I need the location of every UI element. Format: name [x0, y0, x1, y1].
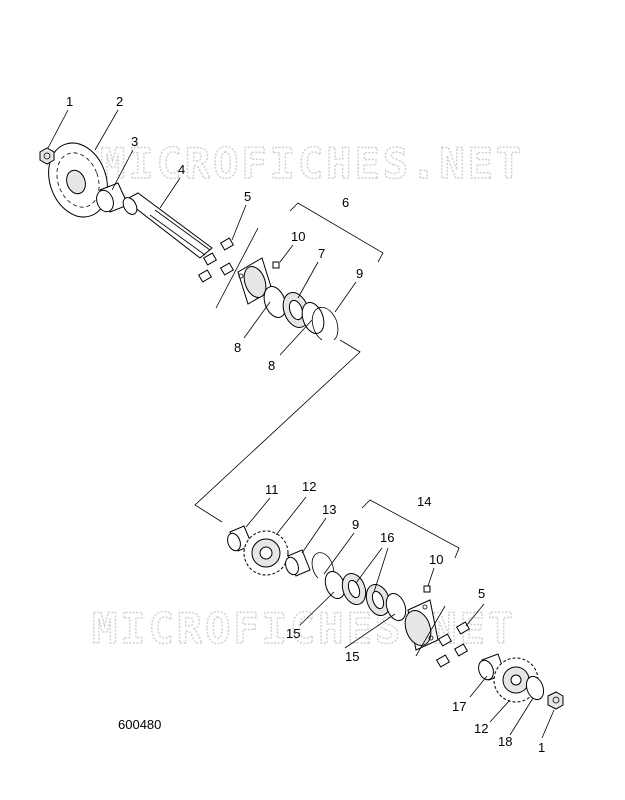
callout-9-top: 9	[356, 266, 363, 281]
watermark-bottom: MICROFICHES.NET	[92, 604, 516, 653]
snap-ring-9a	[311, 307, 339, 341]
callouts: 1 2 3 4 5 6 10 7 9 8 8 11 12 13 9 14 16 …	[66, 94, 545, 755]
callout-12-lower: 12	[474, 721, 488, 736]
callout-5-top: 5	[244, 189, 251, 204]
callout-12-upper: 12	[302, 479, 316, 494]
callout-7: 7	[318, 246, 325, 261]
callout-17: 17	[452, 699, 466, 714]
callout-3: 3	[131, 134, 138, 149]
bearing-16b	[365, 584, 391, 616]
spacer-13	[285, 549, 311, 577]
callout-13: 13	[322, 502, 336, 517]
callout-11: 11	[265, 482, 279, 497]
bracket-14	[361, 499, 460, 559]
connector-line	[194, 339, 361, 523]
bearing-housing-upper	[237, 257, 273, 305]
watermark-top: MICROFICHES.NET	[100, 139, 524, 188]
grease-fitting-lower	[423, 585, 431, 593]
callout-4: 4	[178, 162, 185, 177]
nut-top	[39, 147, 55, 165]
callout-6: 6	[342, 195, 349, 210]
callout-8b: 8	[268, 358, 275, 373]
callout-1-bottom: 1	[538, 740, 545, 755]
bearing-housing-lower	[404, 599, 439, 651]
brake-disc	[48, 142, 108, 218]
callout-18: 18	[498, 734, 512, 749]
callout-14: 14	[417, 494, 431, 509]
bolts-upper	[197, 237, 235, 283]
bracket-6	[289, 202, 384, 263]
callout-8a: 8	[234, 340, 241, 355]
o-ring-15b	[385, 592, 407, 622]
callout-15b: 15	[345, 649, 359, 664]
sprocket-lower	[493, 657, 539, 703]
leader-lines	[47, 109, 555, 739]
shaft	[122, 192, 213, 259]
callout-10-lower: 10	[429, 552, 443, 567]
callout-9-lower: 9	[352, 517, 359, 532]
callout-5-lower: 5	[478, 586, 485, 601]
callout-2: 2	[116, 94, 123, 109]
nut-bottom	[547, 691, 564, 710]
washer-18	[525, 675, 545, 701]
callout-15a: 15	[286, 626, 300, 641]
callout-16: 16	[380, 530, 394, 545]
callout-10-top: 10	[291, 229, 305, 244]
spacer-3	[96, 182, 129, 213]
bolts-lower	[435, 621, 471, 668]
grease-fitting-top	[272, 261, 280, 269]
o-ring-8b	[301, 302, 325, 334]
bearing-16a	[341, 573, 367, 605]
figure-number: 600480	[118, 717, 161, 732]
sprocket-upper	[243, 530, 289, 576]
callout-1-top: 1	[66, 94, 73, 109]
